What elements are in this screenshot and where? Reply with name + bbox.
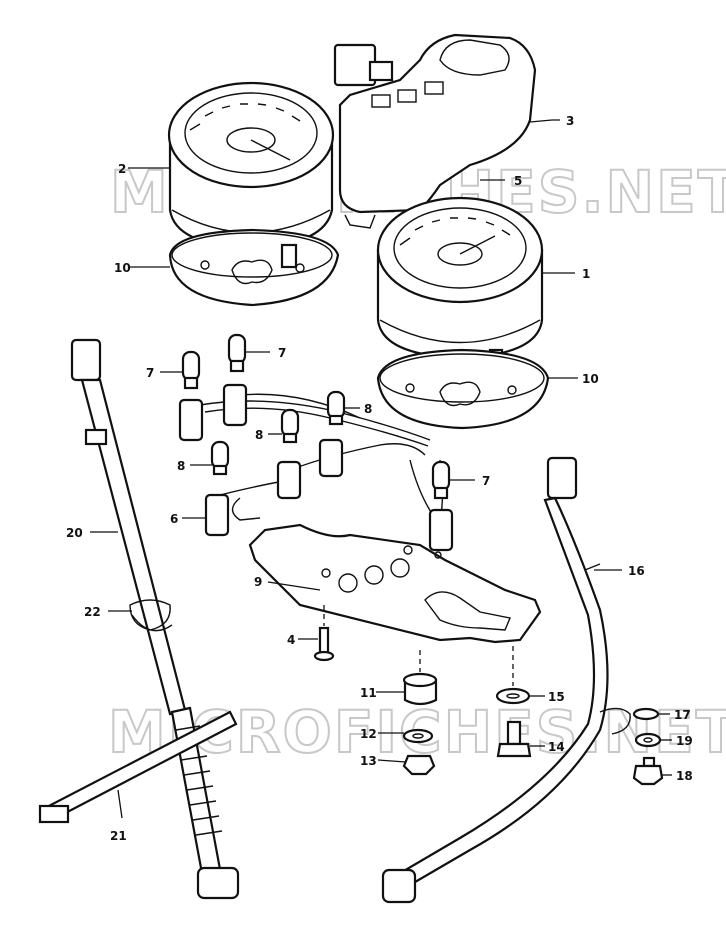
bulb-8-mid: [280, 408, 300, 444]
bulb-7-left: [181, 350, 201, 390]
part-labels: 1 2 3 4 5 6 7 7 7 8 8 8 9 10 10 11 12 13…: [66, 114, 693, 843]
part-label-6: 6: [170, 512, 178, 526]
nut-13: [402, 754, 436, 776]
part-label-17: 17: [674, 708, 691, 722]
tachometer-gauge: [376, 196, 544, 374]
leader-lines: [90, 119, 672, 819]
bulb-8-left: [210, 440, 230, 476]
part-label-15: 15: [548, 690, 565, 704]
part-label-20: 20: [66, 526, 83, 540]
part-label-13: 13: [360, 754, 377, 768]
part-label-10-upper: 10: [114, 261, 131, 275]
bulb-7-upper: [227, 333, 247, 373]
part-label-1: 1: [582, 267, 590, 281]
part-label-5: 5: [514, 174, 522, 188]
part-label-8-mid: 8: [255, 428, 263, 442]
gauge-cup-upper: [168, 228, 340, 307]
gauge-cup-lower: [376, 348, 550, 430]
part-label-7-left: 7: [146, 366, 154, 380]
washer-15: [495, 687, 531, 705]
cable-strap: [38, 710, 238, 824]
bolt-14: [496, 720, 532, 758]
part-label-7-right: 7: [482, 474, 490, 488]
part-label-4: 4: [287, 633, 295, 647]
part-label-22: 22: [84, 605, 101, 619]
bulb-socket-set: [178, 383, 454, 552]
speedometer-gauge: [167, 81, 335, 250]
part-label-7-upper: 7: [278, 346, 286, 360]
grommet-11: [402, 672, 438, 706]
part-label-2: 2: [118, 162, 126, 176]
part-label-12: 12: [360, 727, 377, 741]
indicator-housing-bracket: [333, 33, 537, 229]
part-label-14: 14: [548, 740, 565, 754]
part-label-8-upper: 8: [364, 402, 372, 416]
part-label-18: 18: [676, 769, 693, 783]
part-label-16: 16: [628, 564, 645, 578]
speedometer-cable: [70, 338, 240, 900]
washer-19: [634, 732, 662, 748]
screw-4: [313, 626, 335, 662]
part-label-8-left: 8: [177, 459, 185, 473]
part-label-10-lower: 10: [582, 372, 599, 386]
nut-18: [632, 756, 664, 786]
tachometer-cable: [381, 456, 631, 904]
part-label-19: 19: [676, 734, 693, 748]
part-label-11: 11: [360, 686, 377, 700]
bulb-7-right: [431, 460, 451, 500]
clip-17: [632, 707, 660, 721]
bulb-8-upper: [326, 390, 346, 426]
bulb-holder-plate: [231, 497, 542, 644]
cable-clamp-22: [129, 599, 173, 632]
part-label-3: 3: [566, 114, 574, 128]
part-label-9: 9: [254, 575, 262, 589]
washer-12: [402, 728, 434, 744]
part-label-21: 21: [110, 829, 127, 843]
